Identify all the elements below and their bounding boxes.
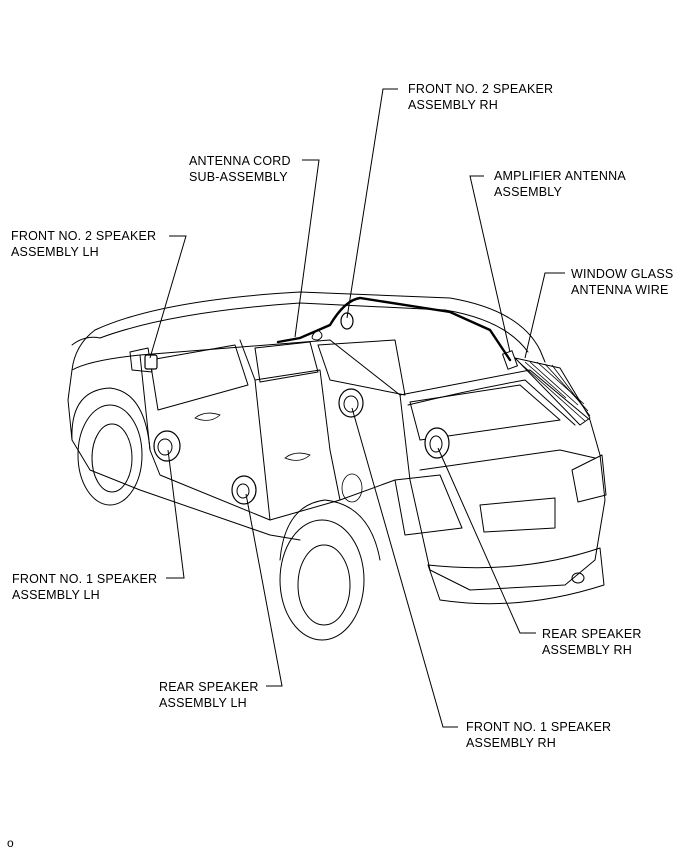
antenna-cord-clip [311,329,323,341]
window-glass-antenna-grid [514,357,591,426]
antenna-cord-wire [276,296,512,362]
speaker-rear-rh [424,427,450,459]
speaker-front-no2-rh [340,312,354,330]
footer-mark: o [7,836,14,850]
speaker-front-no2-lh [144,354,158,370]
vehicle-outline [67,291,607,641]
leader-lines [149,88,565,728]
speaker-front-no1-rh [338,388,364,418]
speaker-rear-lh [231,475,257,505]
speaker-front-no1-lh [153,430,181,462]
amplifier-antenna-unit [501,350,519,370]
